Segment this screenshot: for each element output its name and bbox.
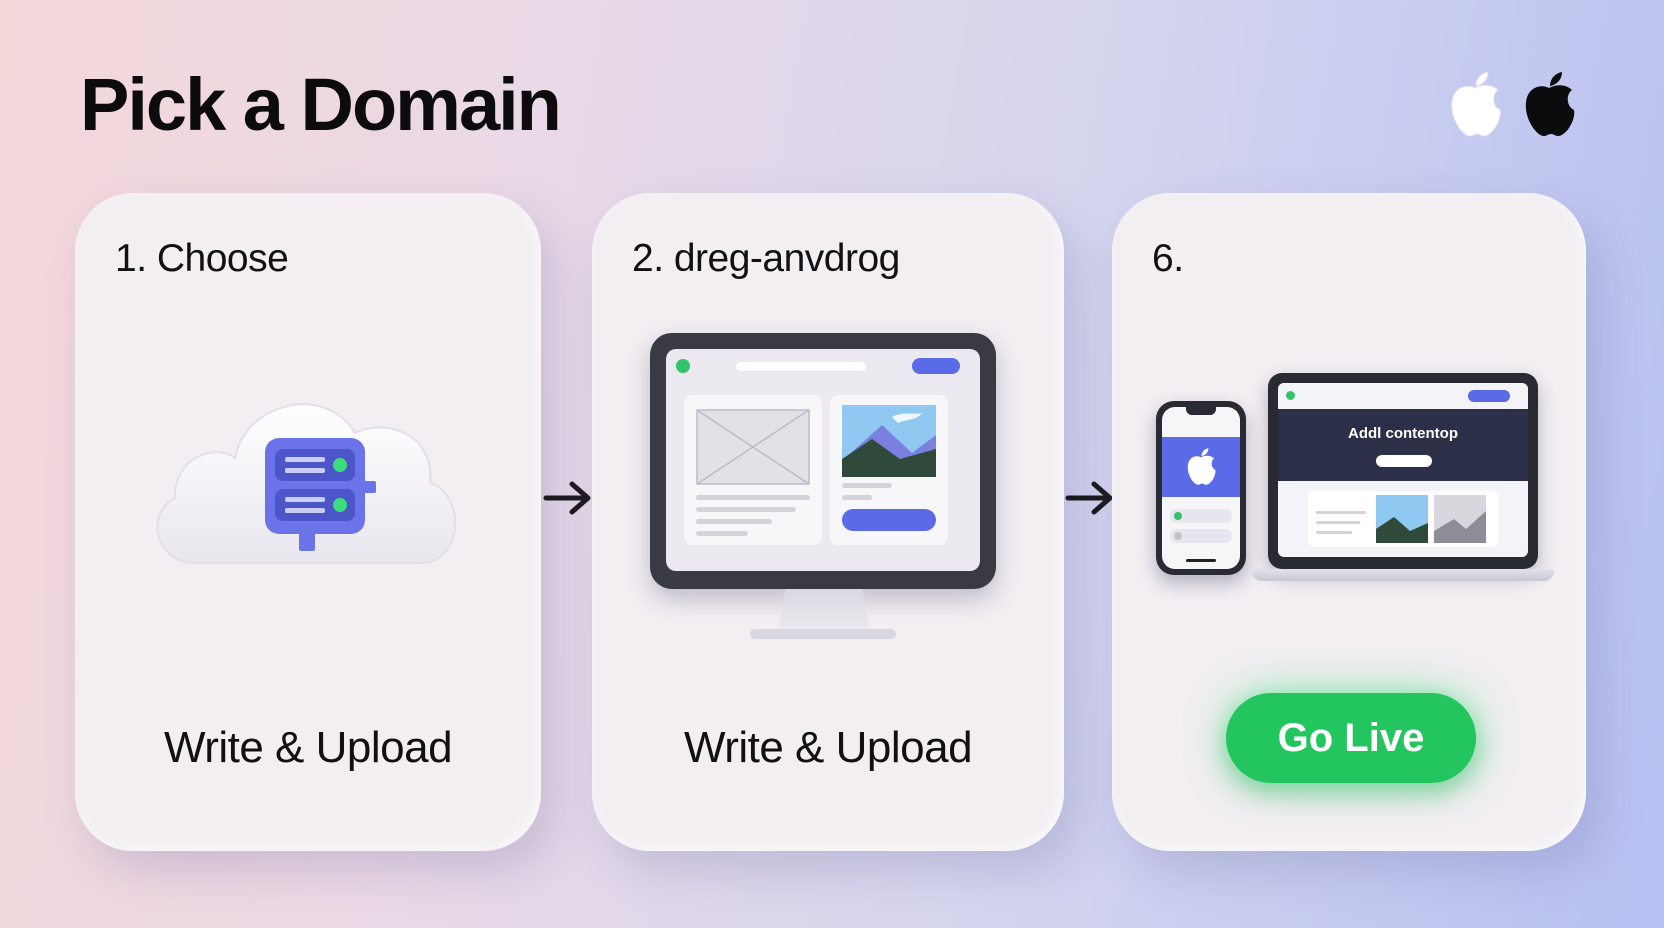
mock-search-bar [736,362,866,371]
arrow-right-icon [543,481,591,515]
mock-media-pane [830,395,948,545]
phone-home-bar [1186,559,1216,562]
mock-nav-bar [666,349,980,383]
header-logos [1446,70,1578,140]
monitor-stand [778,589,870,631]
step-caption: Write & Upload [163,723,453,772]
mock-logo-icon [676,359,690,373]
text-line [696,519,772,524]
text-line [1316,511,1366,514]
apple-logo-black-icon [1525,72,1575,136]
text-line [696,531,748,536]
step-label: 2. dreg-anvdrog [632,237,900,280]
monitor-screen [666,349,980,571]
mock-nav-button [912,358,960,374]
text-line [842,483,892,488]
hero-title: Addl contentop [1348,425,1458,442]
monitor-frame [650,333,996,589]
mock-content-row [1308,491,1498,547]
monitor-icon [650,333,996,643]
arrow-right-icon [1065,481,1113,515]
monitor-stand-base [750,629,896,639]
laptop-icon: Addl contentop [1268,373,1538,569]
step-label: 6. [1152,237,1184,280]
mock-nav-button [1468,390,1510,402]
step-caption: Write & Upload [683,723,973,772]
text-line [696,507,796,512]
hero-button [1376,455,1432,467]
laptop-base [1252,569,1554,581]
landscape-image-icon [842,405,936,477]
step-label: 1. Choose [115,237,289,280]
mock-action-button [842,509,936,531]
landscape-image-icon [1376,495,1428,543]
phone-notch [1186,407,1216,415]
cloud-server-icon [135,363,475,603]
phone-list-item [1170,529,1232,543]
mock-content-pane [684,395,822,545]
mock-hero: Addl contentop [1278,409,1528,481]
phone-screen [1162,407,1240,569]
text-line [696,495,810,500]
step-card-choose: 1. Choose Write & Upload [75,193,541,851]
text-line [1316,531,1352,534]
laptop-screen: Addl contentop [1278,383,1528,557]
mock-nav-bar [1278,383,1528,409]
apple-logo-white-icon [1451,71,1501,137]
step-card-drag-and-drop: 2. dreg-anvdrog [592,193,1064,851]
image-placeholder-icon [696,409,810,485]
text-line [1316,521,1360,524]
apple-logo-icon [1187,448,1216,485]
page-title: Pick a Domain [80,63,562,146]
phone-icon [1156,401,1246,575]
go-live-button[interactable]: Go Live [1226,693,1476,783]
text-line [842,495,872,500]
step-card-go-live: 6. Addl contentop [1112,193,1586,851]
image-placeholder-icon [1434,495,1486,543]
phone-list-item [1170,509,1232,523]
mock-logo-icon [1286,391,1295,400]
phone-hero [1162,437,1240,497]
